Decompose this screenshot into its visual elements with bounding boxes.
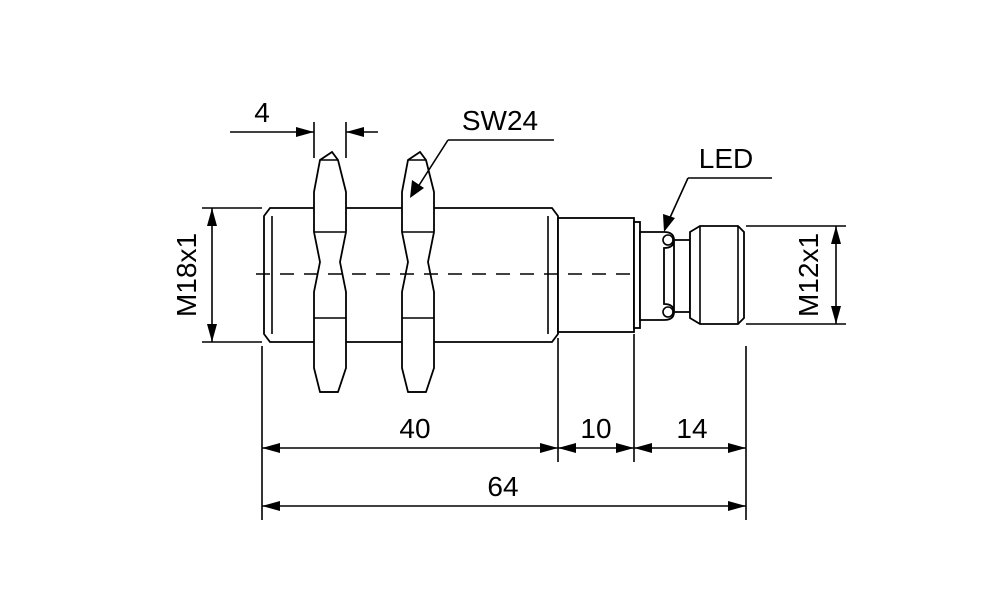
sensor-neck: [557, 217, 641, 333]
thread-connector-label: M12x1: [793, 233, 824, 317]
length-neck-label: 10: [580, 413, 611, 444]
hex-nut-right: [401, 150, 435, 393]
dim-length-total: 64: [262, 471, 746, 511]
nut-thickness-label: 4: [254, 97, 270, 128]
thread-main-label: M18x1: [171, 233, 202, 317]
connector: [639, 225, 745, 325]
length-total-label: 64: [487, 471, 518, 502]
extension-lines: [261, 334, 747, 520]
dim-thread-connector: M12x1: [746, 225, 846, 325]
dim-nut-thickness: 4: [230, 97, 378, 158]
dim-wrench-size: SW24: [410, 105, 554, 198]
length-body-label: 40: [399, 413, 430, 444]
dim-thread-main: M18x1: [171, 207, 262, 343]
dim-length-connector: 14: [634, 413, 746, 453]
length-connector-label: 14: [676, 413, 707, 444]
wrench-size-label: SW24: [462, 105, 538, 136]
dim-length-neck: 10: [558, 413, 634, 453]
hex-nut-left: [313, 150, 347, 393]
dim-length-body: 40: [262, 413, 558, 453]
led-label: LED: [699, 143, 753, 174]
dim-led: LED: [663, 143, 772, 232]
